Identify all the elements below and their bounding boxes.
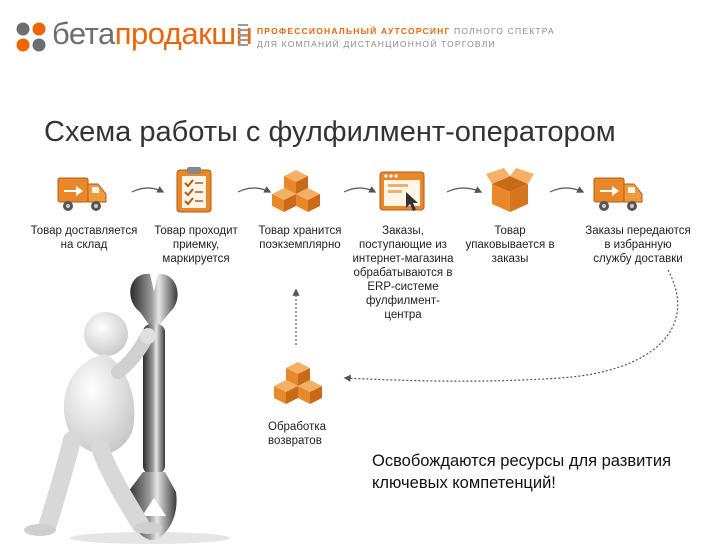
logo-mark-icon: [16, 22, 46, 52]
delivery-truck-icon: [593, 177, 643, 211]
delivery-truck-icon: [57, 177, 107, 211]
returns-stacked-boxes-icon: [274, 362, 322, 404]
arrow-step4-step5: [446, 186, 483, 193]
tagline-line-2: ДЛЯ КОМПАНИЙ ДИСТАНЦИОННОЙ ТОРГОВЛИ: [257, 39, 496, 49]
figure-with-wrench-illustration: [24, 273, 230, 544]
brand-part-1: бета: [52, 16, 115, 51]
arrow-step2-step3: [237, 186, 272, 193]
arrow-step1-step2: [131, 186, 165, 193]
arrow-step5-step6: [549, 186, 585, 193]
benefit-note: Освобождаются ресурсы для развития ключе…: [372, 452, 672, 492]
step-label-delivery-to-warehouse: Товар доставляется на склад: [30, 225, 138, 251]
brand-part-2: продакшн: [114, 16, 253, 51]
logo-divider-bars: [238, 24, 248, 52]
step-label-handover-to-delivery: Заказы передаются в избранную службу дос…: [585, 225, 691, 265]
tagline-rest: ПОЛНОГО СПЕКТРА: [454, 26, 555, 36]
header: бетапродакшн ПРОФЕССИОНАЛЬНЫЙ АУТСОРСИНГ…: [0, 0, 728, 80]
checklist-clipboard-icon: [176, 167, 212, 213]
tagline: ПРОФЕССИОНАЛЬНЫЙ АУТСОРСИНГ ПОЛНОГО СПЕК…: [257, 25, 555, 51]
step-label-acceptance: Товар проходит приемку, маркируется: [154, 225, 238, 265]
page-title: Схема работы с фулфилмент-оператором: [44, 116, 616, 148]
returns-label: Обработка возвратов: [268, 421, 326, 447]
step-label-order-processing: Заказы, поступающие из интернет-магазина…: [352, 225, 454, 321]
step-label-packing: Товар упаковывается в заказы: [465, 225, 555, 265]
arrow-step3-step4: [343, 186, 377, 193]
stacked-boxes-icon: [272, 170, 320, 212]
browser-window-cursor-icon: [379, 171, 425, 211]
step-label-storage: Товар хранится поэкземплярно: [258, 225, 342, 251]
tagline-accent: ПРОФЕССИОНАЛЬНЫЙ АУТСОРСИНГ: [257, 26, 451, 36]
open-box-icon: [486, 168, 534, 212]
brand-name: бетапродакшн: [52, 16, 253, 52]
